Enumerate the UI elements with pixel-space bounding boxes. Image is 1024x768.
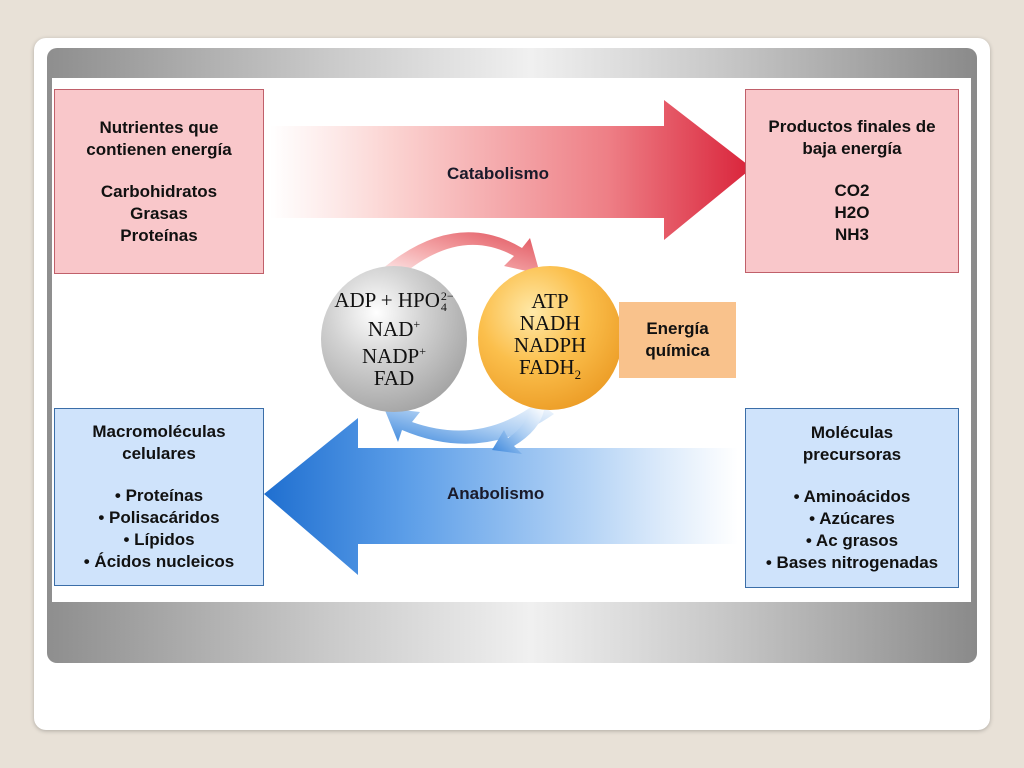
chemical-energy-line-1: Energía: [646, 319, 709, 338]
nutrients-item-2: Grasas: [130, 203, 188, 223]
precursors-box: Moléculas precursoras • Aminoácidos • Az…: [745, 408, 959, 588]
macromolecules-box: Macromoléculas celulares • Proteínas • P…: [54, 408, 264, 586]
nutrients-item-3: Proteínas: [120, 225, 198, 245]
macromolecules-item-3: • Lípidos: [123, 530, 195, 549]
nutrients-title-line-1: Nutrientes que: [99, 117, 219, 137]
cycle-arrow-right: [492, 408, 544, 454]
products-item-3: NH3: [834, 225, 869, 244]
high-energy-line-4: FADH2: [518, 354, 582, 383]
products-box: Productos finales de baja energía CO2 H2…: [745, 89, 959, 273]
anabolism-label: Anabolismo: [447, 484, 545, 503]
chemical-energy-line-2: química: [645, 341, 710, 360]
precursors-item-3: • Ac grasos: [805, 531, 899, 550]
catabolism-label: Catabolismo: [447, 164, 550, 183]
cycle-arrow-upper: [374, 232, 540, 284]
products-item-1: CO2: [834, 181, 870, 200]
precursors-title-line-2: precursoras: [802, 445, 902, 464]
nutrients-item-1: Carbohidratos: [100, 181, 218, 201]
high-energy-carriers-circle: ATP NADH NADPH FADH2: [478, 266, 622, 410]
chemical-energy-box: Energía química: [619, 302, 736, 378]
macromolecules-item-2: • Polisacáridos: [98, 508, 220, 527]
metabolism-diagram: Nutrientes que contienen energía Carbohi…: [52, 78, 971, 602]
precursors-item-2: • Azúcares: [809, 509, 895, 528]
high-energy-line-2: NADH: [519, 310, 581, 335]
products-title-line-2: baja energía: [802, 139, 902, 158]
macromolecules-item-1: • Proteínas: [114, 486, 204, 505]
hpo-subscript: 4: [440, 300, 447, 315]
products-item-2: H2O: [834, 203, 870, 222]
macromolecules-title-line-1: Macromoléculas: [92, 422, 226, 441]
cycle-arrow-lower: [384, 402, 554, 444]
high-energy-line-1: ATP: [531, 288, 569, 313]
low-energy-line-3: NADP+: [362, 344, 426, 369]
catabolism-arrow: [270, 100, 752, 240]
precursors-item-1: • Aminoácidos: [793, 487, 911, 506]
nutrients-title-line-2: contienen energía: [86, 139, 232, 159]
precursors-title-line-1: Moléculas: [810, 423, 894, 442]
anabolism-arrow: [264, 418, 738, 575]
macromolecules-title-line-2: celulares: [122, 444, 196, 463]
hpo-charge: 2−: [440, 289, 454, 304]
low-energy-line-4: FAD: [373, 366, 415, 391]
precursors-item-4: • Bases nitrogenadas: [765, 553, 939, 572]
high-energy-line-3: NADPH: [513, 332, 587, 357]
nutrients-box: Nutrientes que contienen energía Carbohi…: [54, 89, 264, 274]
products-title-line-1: Productos finales de: [768, 117, 936, 136]
arrows-layer: [264, 100, 752, 575]
low-energy-line-2: NAD+: [367, 317, 421, 342]
macromolecules-item-4: • Ácidos nucleicos: [83, 552, 235, 571]
